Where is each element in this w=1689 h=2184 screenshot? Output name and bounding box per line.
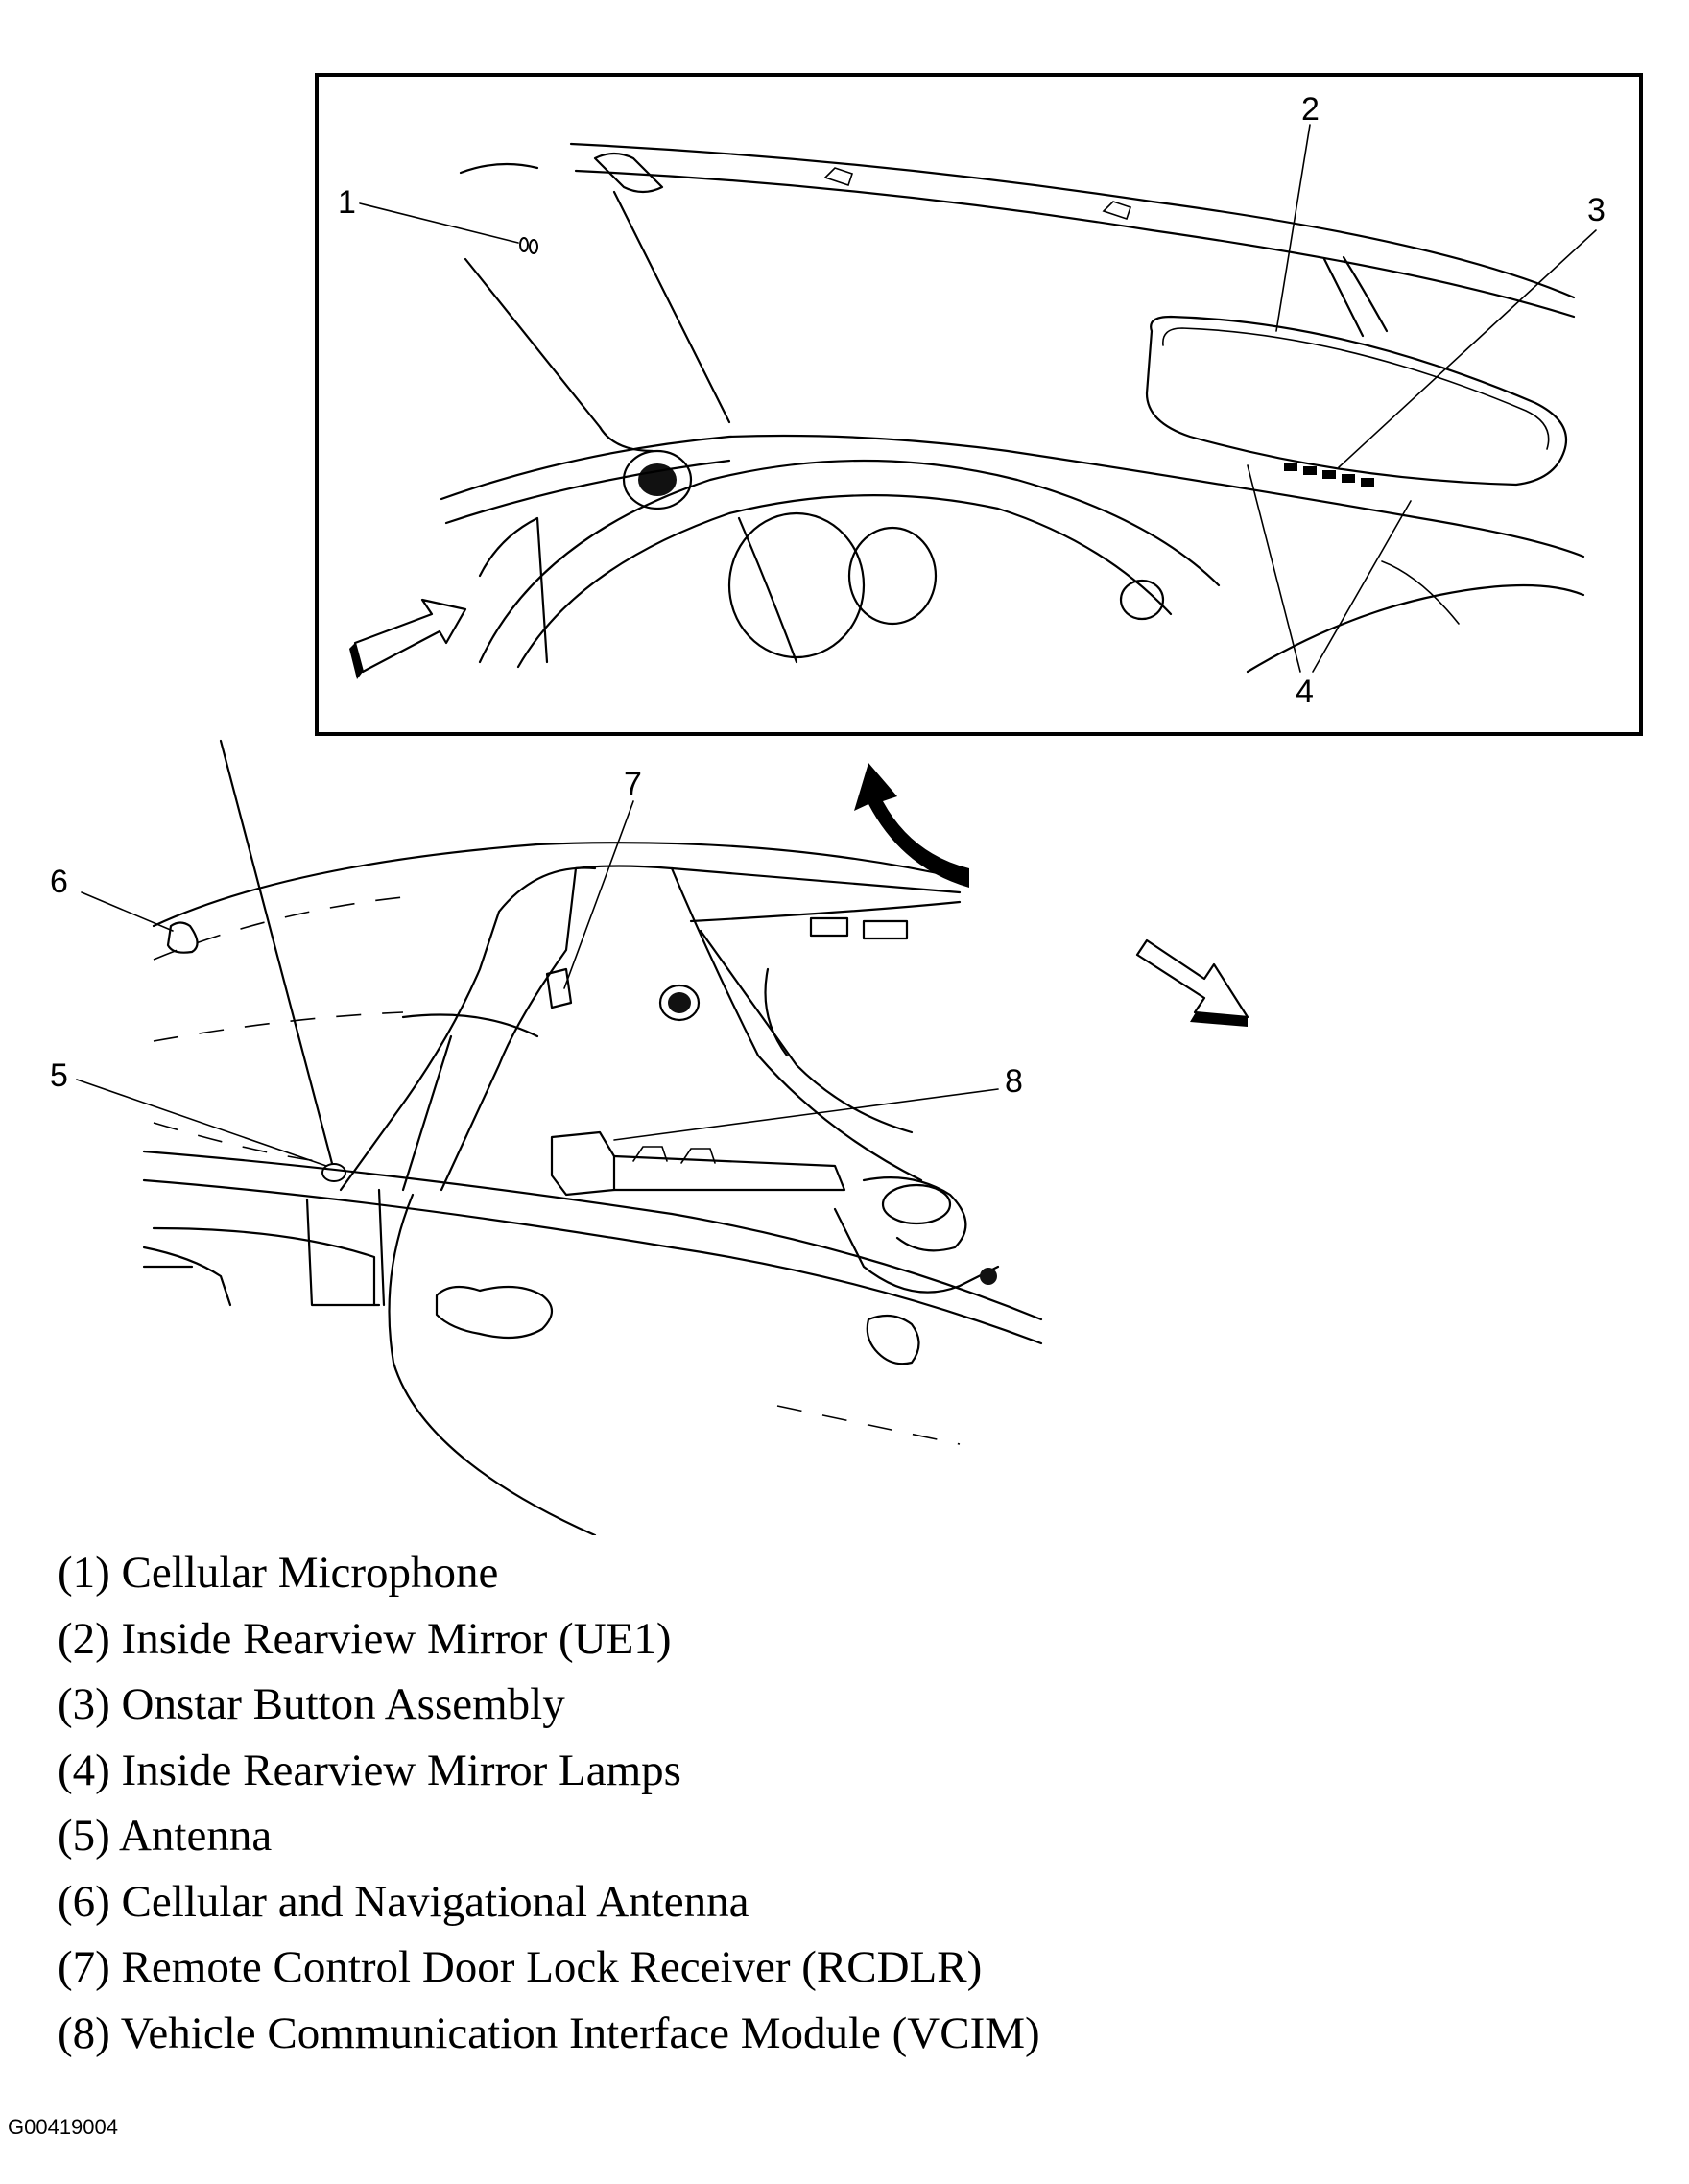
door-outline: [388, 1193, 597, 1535]
legend-item-3: (3) Onstar Button Assembly: [58, 1679, 565, 1729]
curved-up-arrow: [854, 763, 969, 888]
callout-5: 5: [50, 1057, 68, 1094]
component-legend: (1) Cellular Microphone (2) Inside Rearv…: [58, 1540, 1040, 2066]
cellular-nav-antenna: [166, 921, 199, 954]
callout-3: 3: [1587, 192, 1606, 228]
callout-4: 4: [1296, 674, 1314, 710]
legend-item-2: (2) Inside Rearview Mirror (UE1): [58, 1613, 672, 1664]
front-direction-arrow: [1135, 938, 1249, 1019]
callout-2: 2: [1301, 91, 1320, 128]
vehicle-lower-view: [76, 739, 1249, 1535]
inset-frame: [315, 73, 1643, 736]
legend-item-6: (6) Cellular and Navigational Antenna: [58, 1876, 749, 1927]
cellular-microphone: [519, 237, 538, 254]
callout-8: 8: [1005, 1063, 1023, 1100]
antenna-mast: [219, 739, 336, 1173]
legend-item-8: (8) Vehicle Communication Interface Modu…: [58, 2007, 1040, 2058]
callout-1: 1: [338, 184, 356, 221]
legend-item-4: (4) Inside Rearview Mirror Lamps: [58, 1745, 681, 1795]
inset-mirror-view: [315, 73, 1643, 736]
view-direction-arrow: [353, 598, 467, 674]
legend-item-5: (5) Antenna: [58, 1811, 273, 1861]
figure-id: G00419004: [8, 2115, 118, 2139]
rcdlr-module: [545, 967, 573, 1009]
vehicle-component-diagram: 1 2 3 4 5 6 7 8: [50, 73, 1643, 1535]
onstar-button-assembly: [1284, 463, 1374, 487]
callout-7: 7: [624, 766, 642, 802]
callout-6: 6: [50, 864, 68, 900]
legend-item-7: (7) Remote Control Door Lock Receiver (R…: [58, 1942, 983, 1992]
legend-item-1: (1) Cellular Microphone: [58, 1548, 499, 1598]
rearview-mirror: [1145, 315, 1568, 487]
vcim-module: [550, 1130, 846, 1197]
